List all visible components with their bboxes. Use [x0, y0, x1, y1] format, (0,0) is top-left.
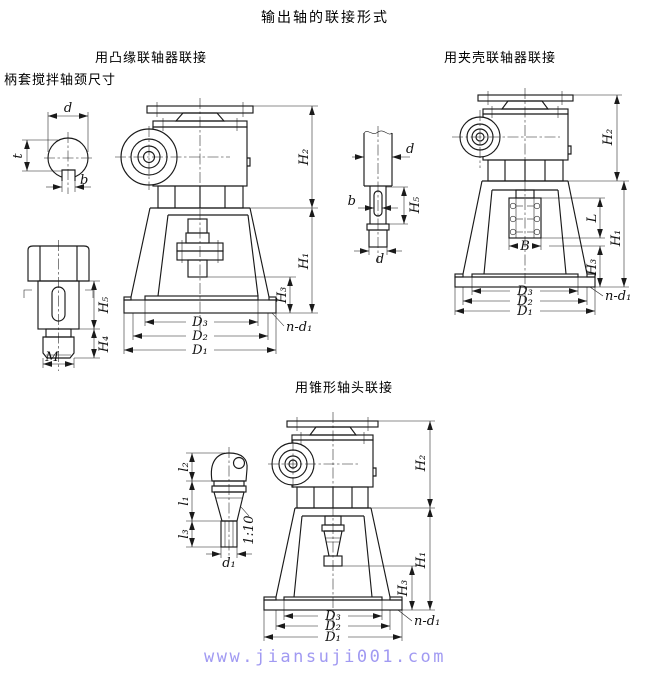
dim-label-flange-nd1: n-d₁ [286, 320, 312, 335]
caption-cone-coupling: 用锥形轴头联接 [295, 380, 394, 395]
dim-label-clamp-l: L [585, 214, 600, 224]
dim-label-cone-taper: 1:10 [242, 515, 257, 544]
dim-label-clamp-d1: D₁ [516, 304, 533, 319]
dim-label-conemain-h2: H₂ [414, 455, 429, 473]
figure-clamp-shaft: d b H₅ d [348, 126, 423, 267]
figure-plug-shaft: H₅ H₄ M [23, 240, 112, 371]
figure-cone-main: H₂ H₁ H₃ D₃ D₂ D₁ n-d₁ [263, 412, 440, 645]
caption-journal-dims: 柄套搅拌轴颈尺寸 [4, 72, 117, 87]
bearing-housing [268, 440, 360, 490]
dim-label-clamp-h1: H₁ [609, 230, 624, 248]
dim-label-clampshaft-d-top: d [406, 142, 414, 157]
dim-label-flange-d1: D₁ [191, 343, 208, 358]
dim-label-cone-l3: l₃ [177, 529, 192, 538]
figure-flange-main: H₂ H₁ H₃ D₃ D₂ D₁ n-d₁ [115, 98, 318, 358]
dim-label-clamp-nd1: n-d₁ [605, 289, 631, 304]
dim-label-plug-h4: H₄ [97, 336, 112, 354]
dim-label-clampshaft-b: b [348, 194, 356, 209]
dim-label-cone-l2: l₂ [177, 462, 192, 471]
dim-label-clamp-b: B [519, 239, 530, 254]
dim-label-conemain-h3: H₃ [396, 580, 411, 598]
page-title: 输出轴的联接形式 [261, 9, 389, 25]
dim-label-cone-d1: d₁ [222, 556, 236, 571]
dim-label-flange-d3: D₃ [191, 315, 208, 330]
bearing-housing [452, 110, 560, 168]
figure-clamp-main: B L H₃ H₂ H₁ D₃ D₂ D₁ n-d₁ [452, 88, 631, 319]
dim-label-plug-m: M [44, 350, 59, 365]
caption-flange-coupling: 用凸缘联轴器联接 [95, 50, 208, 65]
dim-label-clamp-h2: H₂ [601, 129, 616, 147]
dim-label-flange-d2: D₂ [191, 329, 208, 344]
dim-label-cone-l1: l₁ [177, 496, 192, 505]
dim-label-conemain-nd1: n-d₁ [414, 614, 440, 629]
dim-label-clamp-d3: D₃ [516, 284, 533, 299]
dim-label-journal-d: d [64, 101, 72, 116]
dim-label-clamp-d2: D₂ [516, 294, 533, 309]
dim-label-clamp-h3: H₃ [585, 259, 600, 277]
pedestal-base [123, 207, 277, 314]
pedestal-base [454, 180, 596, 288]
dim-label-clampshaft-h5: H₅ [408, 196, 423, 214]
dim-label-flange-h1: H₁ [297, 253, 312, 271]
caption-clamp-coupling: 用夹壳联轴器联接 [444, 50, 557, 65]
dim-label-flange-h3: H₃ [275, 287, 290, 305]
watermark-link[interactable]: www.jiansuji001.com [204, 647, 446, 667]
dim-label-journal-t: t [11, 153, 26, 159]
dim-label-plug-h5: H₅ [97, 296, 112, 314]
figure-journal-section: d t b [11, 101, 92, 194]
figure-cone-shaft: l₂ l₁ l₃ 1:10 d₁ [177, 447, 257, 571]
dim-label-conemain-d3: D₃ [324, 609, 341, 624]
bearing-housing [115, 126, 230, 190]
dim-label-journal-b: b [80, 173, 88, 188]
dim-label-flange-h2: H₂ [297, 149, 312, 167]
dim-label-conemain-d2: D₂ [324, 619, 341, 634]
dim-label-conemain-h1: H₁ [414, 552, 429, 570]
dim-label-clampshaft-d-bottom: d [376, 252, 384, 267]
dim-label-conemain-d1: D₁ [324, 630, 341, 645]
